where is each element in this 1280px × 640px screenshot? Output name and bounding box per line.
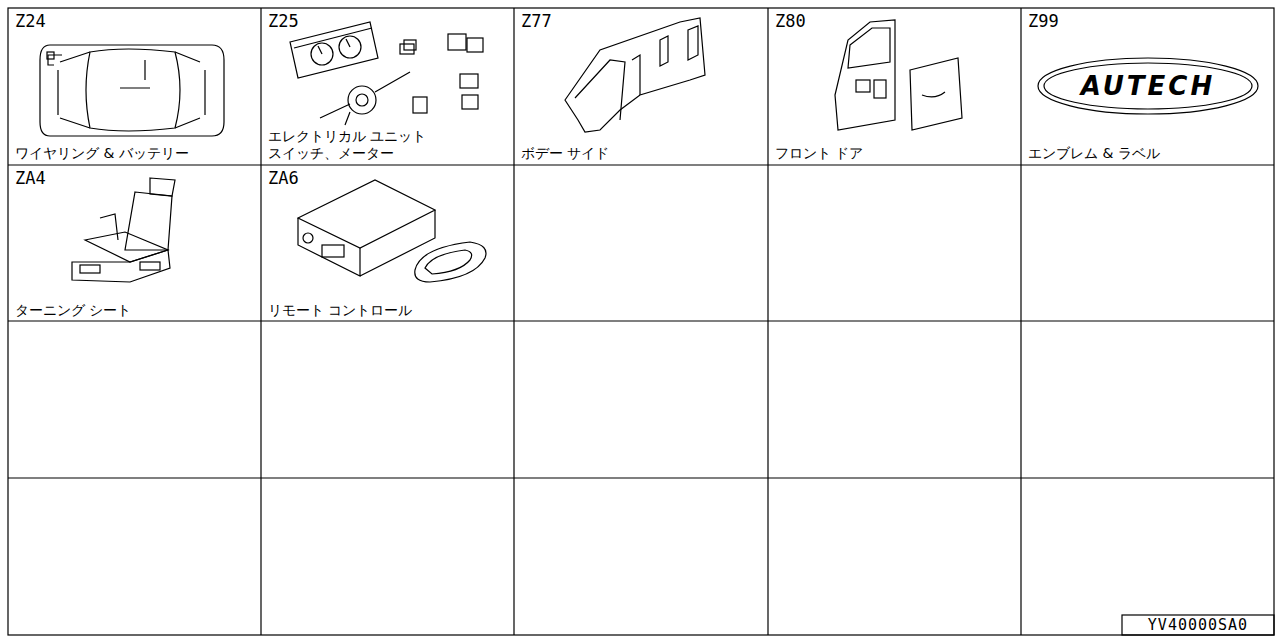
catalog-cell: Z25 エレクトリカル ユニット スイッチ、メーター (261, 8, 514, 165)
section-code: Z77 (521, 11, 552, 31)
catalog-cell: Z77 ボデー サイド (514, 8, 767, 165)
remote-control-illustration (298, 180, 486, 282)
drawing-number: YV40000SA0 (1148, 616, 1248, 634)
car-wiring-illustration (40, 45, 224, 136)
emblem-illustration (1038, 58, 1258, 114)
section-code: ZA4 (15, 168, 46, 188)
grid-lines (8, 8, 1274, 635)
body-side-illustration (565, 18, 705, 132)
turning-seat-illustration (72, 178, 175, 282)
section-title: エレクトリカル ユニット スイッチ、メーター (268, 128, 468, 162)
section-title: ワイヤリング & バッテリー (15, 145, 255, 162)
section-title: エンブレム & ラベル (1028, 145, 1268, 162)
catalog-cell: Z80 フロント ドア (768, 8, 1021, 165)
section-code: Z24 (15, 11, 46, 31)
section-title: フロント ドア (775, 145, 1015, 162)
catalog-cell: Z24 ワイヤリング & バッテリー (8, 8, 261, 165)
section-title: リモート コントロール (268, 302, 508, 319)
section-code: ZA6 (268, 168, 299, 188)
grid-frame (8, 8, 1274, 635)
section-title: ターニング シート (15, 302, 255, 319)
front-door-illustration (835, 20, 962, 130)
section-title: ボデー サイド (521, 145, 761, 162)
meter-switch-illustration (290, 22, 483, 125)
catalog-cell: ZA4 ターニング シート (8, 165, 261, 322)
emblem-text: AUTECH (1081, 71, 1215, 101)
section-code: Z25 (268, 11, 299, 31)
catalog-cell: ZA6 リモート コントロール (261, 165, 514, 322)
section-code: Z99 (1028, 11, 1059, 31)
drawing-number-box (1122, 615, 1274, 635)
section-code: Z80 (775, 11, 806, 31)
